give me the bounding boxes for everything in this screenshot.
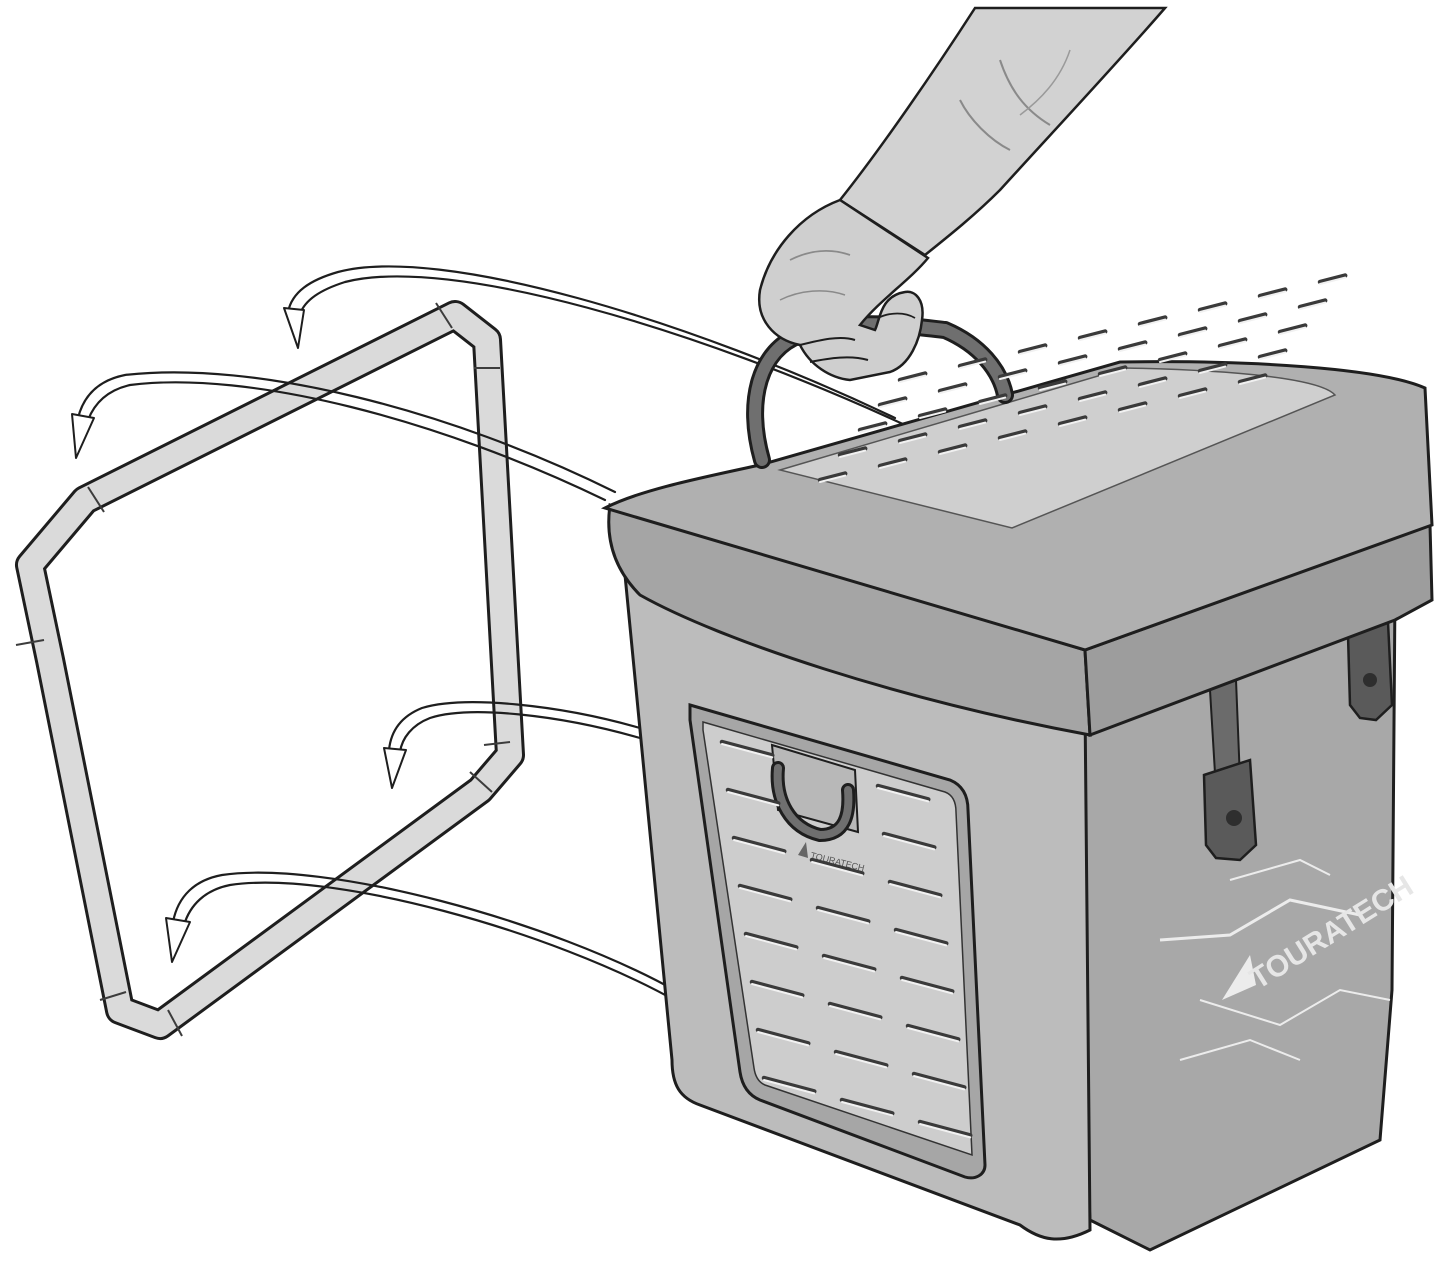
hand-icon — [759, 8, 1165, 380]
pannier-bag: TOURATECH — [605, 276, 1432, 1250]
